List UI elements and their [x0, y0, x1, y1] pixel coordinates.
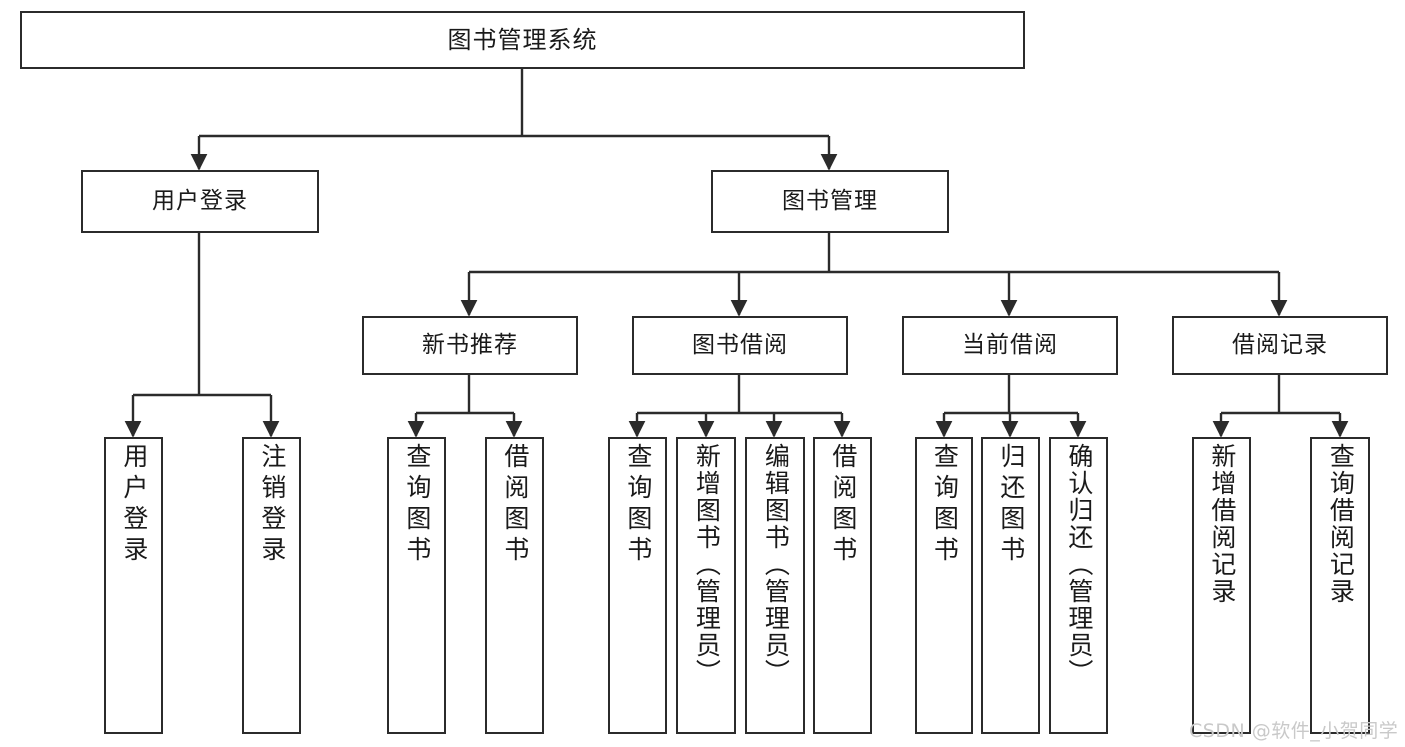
node-leaf-edit-book[interactable]: 编辑图书（管理员）: [745, 437, 805, 734]
node-leaf-return-book[interactable]: 归还图书: [981, 437, 1040, 734]
node-leaf-borrow-book[interactable]: 借阅图书: [813, 437, 872, 734]
leaf-label: 查询借阅记录: [1326, 443, 1356, 605]
node-leaf-query-book-borrow[interactable]: 查询图书: [608, 437, 667, 734]
node-leaf-add-record[interactable]: 新增借阅记录: [1192, 437, 1251, 734]
leaf-label: 新增图书（管理员）: [692, 443, 722, 686]
leaf-label: 借阅图书: [500, 443, 530, 567]
node-root[interactable]: 图书管理系统: [20, 11, 1025, 69]
leaf-label: 查询图书: [402, 443, 432, 567]
node-leaf-query-book-rec[interactable]: 查询图书: [387, 437, 446, 734]
node-leaf-borrow-book-rec[interactable]: 借阅图书: [485, 437, 544, 734]
node-current-borrow[interactable]: 当前借阅: [902, 316, 1118, 375]
node-new-book-recommend[interactable]: 新书推荐: [362, 316, 578, 375]
leaf-label: 新增借阅记录: [1207, 443, 1237, 605]
leaf-label: 查询图书: [930, 443, 960, 567]
node-leaf-query-record[interactable]: 查询借阅记录: [1310, 437, 1370, 734]
node-leaf-user-login[interactable]: 用户登录: [104, 437, 163, 734]
node-book-manage[interactable]: 图书管理: [711, 170, 949, 233]
leaf-label: 注销登录: [257, 443, 287, 567]
leaf-label: 借阅图书: [828, 443, 858, 567]
leaf-label: 查询图书: [623, 443, 653, 567]
leaf-label: 确认归还（管理员）: [1064, 443, 1094, 686]
node-book-borrow[interactable]: 图书借阅: [632, 316, 848, 375]
leaf-label: 归还图书: [996, 443, 1026, 567]
leaf-label: 用户登录: [119, 443, 149, 567]
node-user-login[interactable]: 用户登录: [81, 170, 319, 233]
node-leaf-add-book[interactable]: 新增图书（管理员）: [676, 437, 736, 734]
node-leaf-query-book-cur[interactable]: 查询图书: [915, 437, 973, 734]
node-leaf-confirm-return[interactable]: 确认归还（管理员）: [1049, 437, 1108, 734]
node-leaf-user-logout[interactable]: 注销登录: [242, 437, 301, 734]
node-borrow-record[interactable]: 借阅记录: [1172, 316, 1388, 375]
leaf-label: 编辑图书（管理员）: [761, 443, 791, 686]
csdn-watermark: CSDN @软件_小贺同学: [1189, 720, 1399, 742]
